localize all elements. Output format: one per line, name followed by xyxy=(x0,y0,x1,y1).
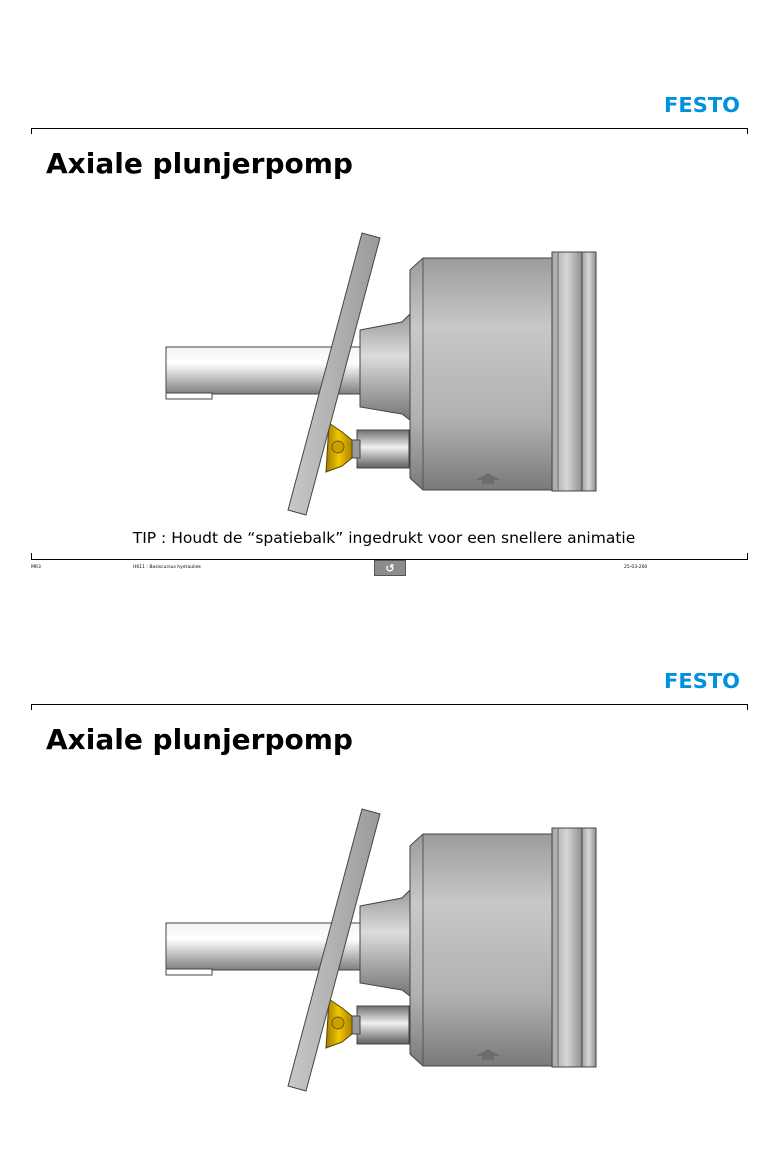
axial-piston-pump-illustration xyxy=(165,232,597,516)
slide-title: Axiale plunjerpomp xyxy=(46,147,353,180)
festo-logo: FESTO xyxy=(664,93,740,117)
festo-logo: FESTO xyxy=(664,669,740,693)
header-rule xyxy=(31,704,748,710)
header-rule xyxy=(31,128,748,134)
slide-2: FESTO Axiale plunjerpomp xyxy=(0,576,768,1152)
slide-1: FESTO Axiale plunjerpomp TIP : Houdt de … xyxy=(31,93,748,576)
slide-title: Axiale plunjerpomp xyxy=(46,723,353,756)
return-button[interactable]: ↺ xyxy=(374,560,406,576)
axial-piston-pump-illustration xyxy=(165,808,597,1092)
return-arrow-icon: ↺ xyxy=(385,561,395,575)
tip-text: TIP : Houdt de “spatiebalk” ingedrukt vo… xyxy=(132,529,636,547)
footer-rule xyxy=(31,553,748,560)
footer-left-text: MR3 xyxy=(31,565,41,570)
footer-date-text: 25-03-200 xyxy=(624,565,648,570)
footer-course-text: H611 : Basiscursus hydrauliek xyxy=(133,565,201,570)
